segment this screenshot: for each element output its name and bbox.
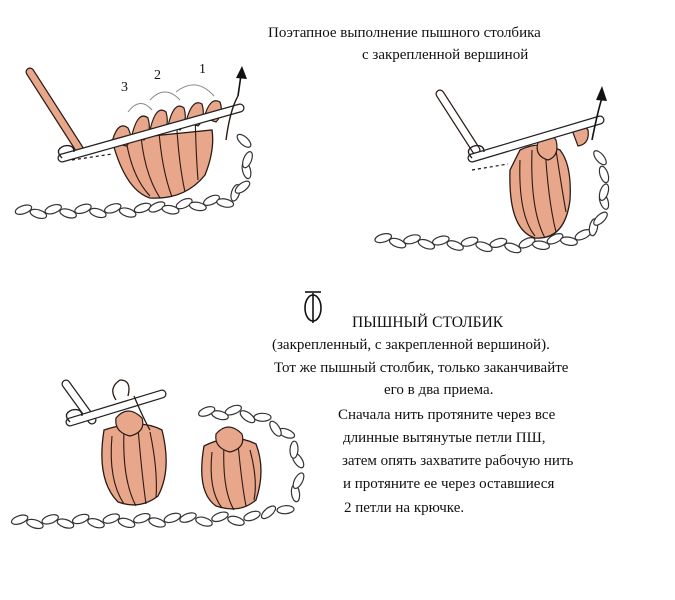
chain-link bbox=[89, 207, 107, 219]
chain-link bbox=[216, 198, 235, 208]
description-line: 2 петли на крючке. bbox=[344, 500, 465, 516]
chain-link bbox=[403, 234, 421, 245]
chain-link bbox=[446, 240, 464, 251]
chain-link bbox=[197, 406, 216, 417]
chain-link bbox=[374, 233, 393, 244]
step-label-2: 2 bbox=[154, 68, 161, 83]
foundation-chain-1 bbox=[14, 133, 253, 220]
chain-link bbox=[227, 515, 245, 526]
chain-link bbox=[593, 150, 607, 166]
chain-link bbox=[598, 183, 610, 201]
chain-link bbox=[56, 518, 75, 529]
illustration-step-1 bbox=[14, 66, 253, 220]
description-line: затем опять захватите рабочую нить bbox=[342, 453, 574, 469]
step-label-3: 3 bbox=[121, 80, 128, 95]
chain-link bbox=[546, 233, 564, 245]
chain-link bbox=[598, 165, 610, 184]
chain-link bbox=[431, 235, 450, 246]
illustration-step-2 bbox=[374, 86, 610, 254]
chain-link bbox=[243, 510, 261, 522]
chain-link bbox=[460, 236, 479, 247]
chain-link bbox=[148, 201, 166, 213]
description-line: и протяните ее через оставшиеся bbox=[343, 476, 555, 492]
chain-link bbox=[71, 513, 90, 525]
chain-link bbox=[292, 472, 305, 490]
description-line: длинные вытянутые петли ПШ, bbox=[343, 430, 546, 446]
chain-link bbox=[44, 203, 62, 215]
step-label-1: 1 bbox=[199, 62, 206, 77]
chain-link bbox=[236, 133, 252, 148]
chain-link bbox=[195, 516, 213, 527]
chain-link bbox=[179, 512, 197, 523]
chain-link bbox=[117, 517, 136, 529]
chain-link bbox=[531, 240, 551, 251]
chain-link bbox=[87, 518, 105, 529]
chain-link bbox=[269, 420, 282, 437]
illustration-finished bbox=[10, 379, 305, 530]
description-line: (закрепленный, с закрепленной вершиной). bbox=[272, 337, 550, 353]
chain-link bbox=[188, 201, 207, 212]
chain-link bbox=[163, 512, 182, 524]
chain-link bbox=[10, 514, 29, 525]
chain-link bbox=[234, 180, 251, 194]
chain-link bbox=[504, 242, 522, 254]
chain-link bbox=[253, 412, 272, 422]
chain-link bbox=[518, 237, 536, 249]
chain-link bbox=[559, 236, 579, 247]
puff-stitch-symbol-icon bbox=[304, 291, 322, 323]
chain-link bbox=[260, 505, 277, 520]
chain-link bbox=[102, 513, 121, 524]
chain-link bbox=[489, 237, 508, 248]
description-line: Тот же пышный столбик, только заканчивай… bbox=[274, 360, 569, 376]
chain-link bbox=[242, 151, 253, 169]
chain-link bbox=[133, 512, 151, 524]
chain-link bbox=[148, 517, 166, 528]
chain-link bbox=[41, 514, 59, 525]
chain-link bbox=[388, 237, 407, 249]
chain-link bbox=[118, 207, 137, 218]
chain-link bbox=[161, 204, 180, 215]
description-line: Сначала нить протяните через все bbox=[338, 407, 556, 423]
stitch-heading: ПЫШНЫЙ СТОЛБИК bbox=[352, 314, 504, 331]
chain-link bbox=[74, 203, 92, 215]
chain-link bbox=[417, 238, 436, 250]
title-line-2: с закрепленной вершиной bbox=[362, 47, 529, 63]
chain-link bbox=[175, 197, 193, 210]
chain-link bbox=[475, 241, 493, 253]
chain-link bbox=[289, 440, 299, 459]
chain-link bbox=[59, 208, 77, 219]
title-line-1: Поэтапное выполнение пышного столбика bbox=[268, 25, 541, 41]
chain-link bbox=[239, 410, 256, 424]
description-line: его в два приема. bbox=[384, 382, 494, 398]
chain-link bbox=[29, 208, 48, 220]
chain-link bbox=[26, 518, 44, 530]
chain-link bbox=[203, 194, 220, 207]
foundation-chain-2 bbox=[374, 150, 610, 254]
chain-link bbox=[276, 505, 295, 515]
chain-link bbox=[104, 203, 122, 214]
foundation-chain-3 bbox=[10, 404, 305, 530]
chain-link bbox=[211, 511, 229, 523]
chain-link bbox=[14, 204, 33, 215]
chain-link bbox=[593, 211, 608, 226]
chain-link bbox=[133, 202, 152, 214]
